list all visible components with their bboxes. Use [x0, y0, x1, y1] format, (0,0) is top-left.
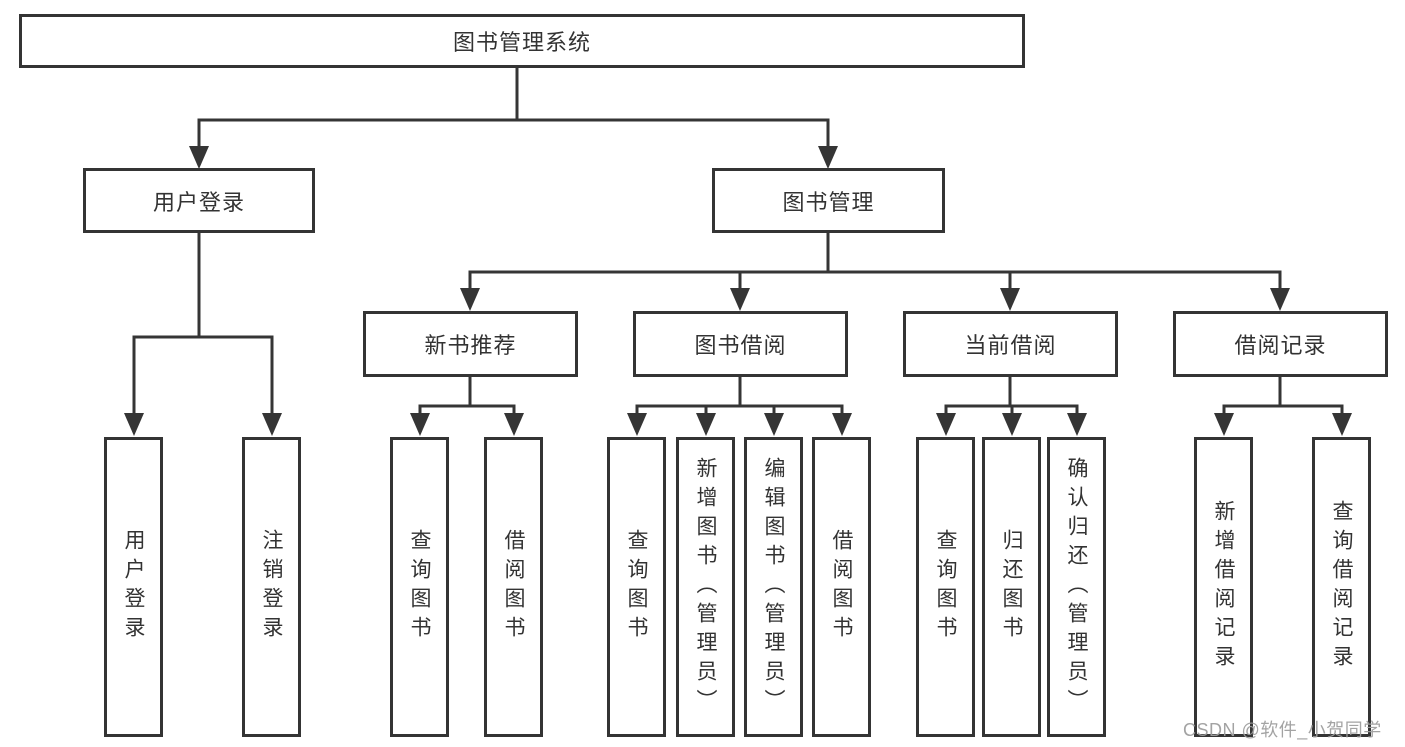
leaf-bb-add-books-admin: 新增图书（管理员）	[676, 437, 735, 737]
node-current-borrow: 当前借阅	[903, 311, 1118, 377]
node-book-management-label: 图书管理	[782, 189, 875, 215]
node-root-system-label: 图书管理系统	[452, 30, 591, 55]
leaf-cb-confirm-return-admin: 确认归还（管理员）	[1047, 437, 1106, 737]
csdn-watermark: CSDN @软件_小贺同学	[1183, 720, 1382, 740]
leaf-nb-query-books: 查询图书	[390, 437, 449, 737]
node-user-login: 用户登录	[83, 168, 315, 233]
leaf-nb-borrow-books: 借阅图书	[484, 437, 543, 737]
leaf-bb-edit-books-admin: 编辑图书（管理员）	[744, 437, 803, 737]
leaf-br-query-borrow-record-label: 查询借阅记录	[1330, 500, 1353, 674]
leaf-user-login-label: 用户登录	[122, 529, 145, 645]
connector-book-borrow-branch	[627, 375, 852, 436]
leaf-bb-borrow-books: 借阅图书	[812, 437, 871, 737]
leaf-br-add-borrow-record: 新增借阅记录	[1194, 437, 1253, 737]
node-root-system: 图书管理系统	[19, 14, 1025, 68]
leaf-cb-query-books: 查询图书	[916, 437, 975, 737]
leaf-bb-add-books-admin-label: 新增图书（管理员）	[694, 456, 717, 718]
node-new-book-recommend: 新书推荐	[363, 311, 578, 377]
connector-root-to-level2	[189, 66, 838, 169]
node-user-login-label: 用户登录	[152, 189, 245, 215]
connector-book-management-branch	[460, 231, 1290, 311]
leaf-bb-query-books: 查询图书	[607, 437, 666, 737]
node-book-borrow: 图书借阅	[633, 311, 848, 377]
node-book-management: 图书管理	[712, 168, 945, 233]
leaf-bb-query-books-label: 查询图书	[625, 529, 648, 645]
leaf-cb-return-books-label: 归还图书	[1000, 529, 1023, 645]
leaf-bb-edit-books-admin-label: 编辑图书（管理员）	[762, 456, 785, 718]
leaf-logout-login: 注销登录	[242, 437, 301, 737]
leaf-cb-query-books-label: 查询图书	[934, 529, 957, 645]
connector-new-book-recommend-branch	[410, 375, 524, 436]
node-borrow-record-label: 借阅记录	[1234, 333, 1327, 358]
leaf-nb-query-books-label: 查询图书	[408, 529, 431, 645]
leaf-logout-login-label: 注销登录	[260, 529, 283, 645]
connector-borrow-record-branch	[1214, 375, 1352, 436]
leaf-user-login: 用户登录	[104, 437, 163, 737]
leaf-cb-confirm-return-admin-label: 确认归还（管理员）	[1065, 456, 1088, 718]
leaf-cb-return-books: 归还图书	[982, 437, 1041, 737]
node-new-book-recommend-label: 新书推荐	[424, 333, 517, 358]
node-current-borrow-label: 当前借阅	[964, 333, 1057, 358]
node-book-borrow-label: 图书借阅	[694, 333, 787, 358]
leaf-bb-borrow-books-label: 借阅图书	[830, 529, 853, 645]
connector-user-login-branch	[124, 231, 282, 436]
leaf-br-query-borrow-record: 查询借阅记录	[1312, 437, 1371, 737]
node-borrow-record: 借阅记录	[1173, 311, 1388, 377]
connector-current-borrow-branch	[936, 375, 1087, 436]
leaf-br-add-borrow-record-label: 新增借阅记录	[1212, 500, 1235, 674]
leaf-nb-borrow-books-label: 借阅图书	[502, 529, 525, 645]
